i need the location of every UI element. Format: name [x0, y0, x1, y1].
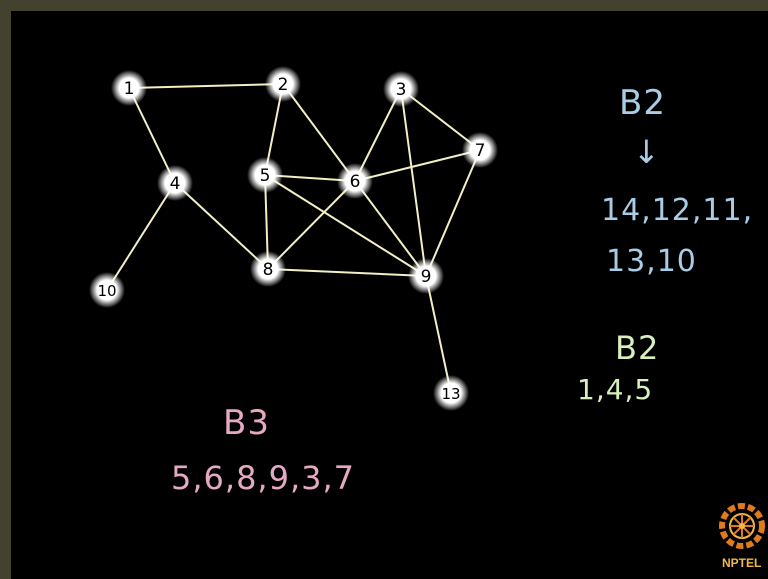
node-6: 6 [337, 163, 373, 199]
node-10: 10 [89, 272, 125, 308]
node-circle [250, 251, 286, 287]
node-9: 9 [408, 258, 444, 294]
edge-9-13 [425, 275, 452, 394]
node-circle [383, 71, 419, 107]
node-circle [462, 132, 498, 168]
node-circle [157, 165, 193, 201]
b2-top-title: B2 [619, 83, 666, 123]
b2-top-members-line2: 13,10 [606, 244, 697, 279]
edge-4-10 [106, 182, 176, 291]
b2-mid-title: B2 [615, 329, 660, 367]
node-13: 13 [433, 375, 469, 411]
node-7: 7 [462, 132, 498, 168]
edge-8-9 [267, 268, 427, 277]
node-label: 2 [278, 75, 289, 95]
node-circle [89, 272, 125, 308]
edge-6-8 [267, 180, 356, 270]
b2-mid-members: 1,4,5 [577, 373, 654, 406]
edge-6-7 [354, 149, 481, 182]
nptel-logo-icon [719, 503, 765, 549]
node-label: 10 [97, 282, 116, 300]
node-label: 8 [263, 260, 274, 280]
node-label: 4 [170, 174, 181, 194]
node-label: 13 [441, 385, 460, 403]
b3-members: 5,6,8,9,3,7 [171, 459, 356, 497]
node-1: 1 [111, 70, 147, 106]
edge-4-8 [174, 182, 269, 270]
node-circle [111, 70, 147, 106]
b3-title: B3 [223, 403, 270, 443]
edge-2-6 [282, 83, 356, 182]
blackboard: 1 2 3 4 5 6 7 8 9 10 13 B2 ↓ 14,12,11, 13,10 B2 1,… [11, 11, 768, 579]
nodes-layer: 1 2 3 4 5 6 7 8 9 10 13 [89, 66, 498, 411]
node-label: 7 [475, 141, 486, 161]
edge-6-9 [354, 180, 427, 277]
node-circle [337, 163, 373, 199]
node-3: 3 [383, 71, 419, 107]
b2-top-members-line1: 14,12,11, [601, 193, 754, 228]
node-circle [247, 157, 283, 193]
node-label: 5 [260, 166, 271, 186]
node-5: 5 [247, 157, 283, 193]
edge-1-2 [128, 83, 284, 89]
node-4: 4 [157, 165, 193, 201]
graph-diagram: 1 2 3 4 5 6 7 8 9 10 13 [89, 66, 498, 411]
node-2: 2 [265, 66, 301, 102]
edge-5-9 [264, 174, 427, 277]
node-circle [408, 258, 444, 294]
node-label: 1 [124, 79, 135, 99]
node-label: 9 [421, 267, 432, 287]
node-label: 6 [350, 172, 361, 192]
node-label: 3 [396, 80, 407, 100]
down-arrow-icon: ↓ [633, 133, 661, 171]
nptel-logo-text: NPTEL [722, 556, 762, 570]
node-circle [433, 375, 469, 411]
edge-7-9 [425, 149, 481, 277]
node-circle [265, 66, 301, 102]
edges-layer [106, 83, 481, 394]
edge-3-9 [400, 88, 427, 277]
node-8: 8 [250, 251, 286, 287]
